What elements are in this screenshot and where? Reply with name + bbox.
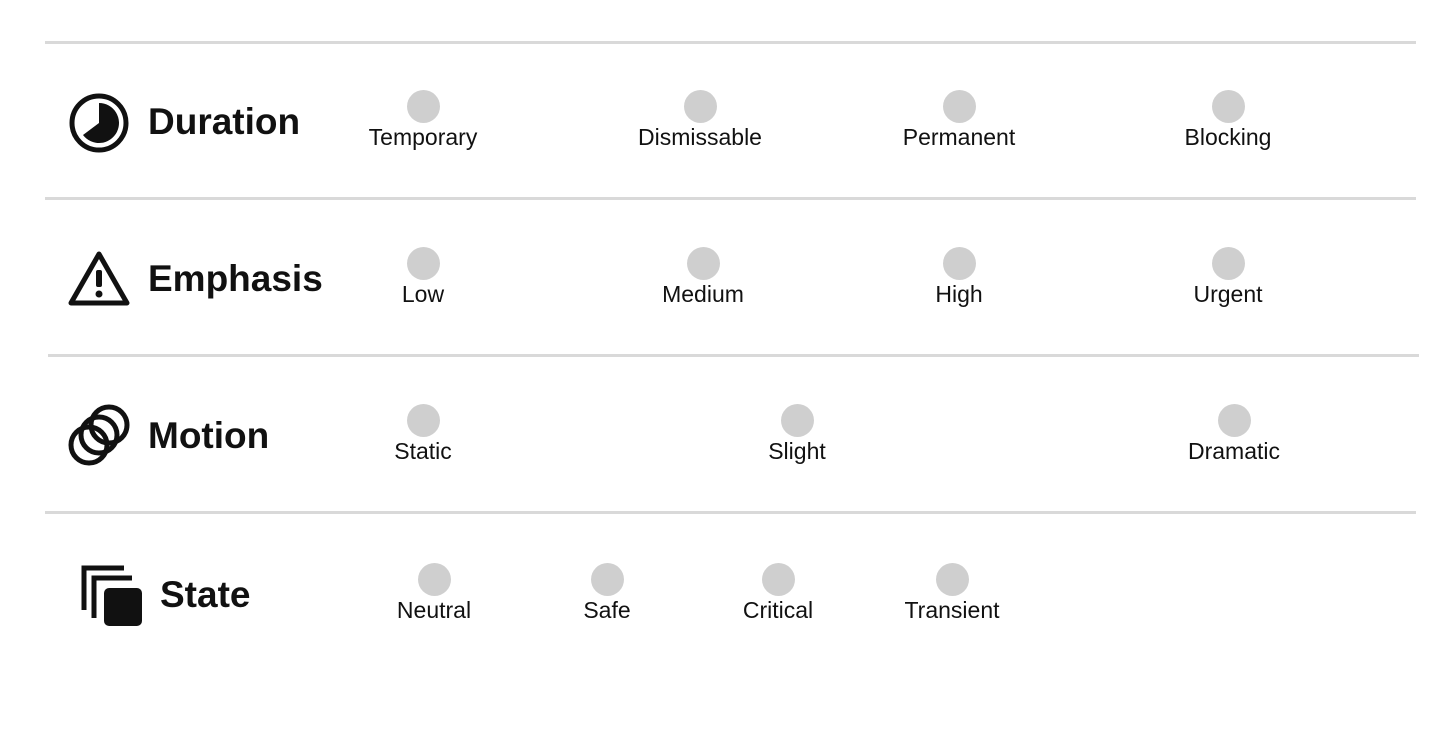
radio-dot[interactable]	[1211, 90, 1245, 123]
radio-dot[interactable]	[780, 404, 814, 437]
category-label-motion: Motion	[148, 415, 270, 456]
category-label-duration: Duration	[148, 101, 301, 142]
option-label: Blocking	[1184, 124, 1272, 150]
radio-dot[interactable]	[406, 90, 440, 123]
option-permanent[interactable]: Permanent	[859, 90, 1059, 151]
radio-dot[interactable]	[1211, 247, 1245, 280]
option-label: Dramatic	[1187, 438, 1280, 464]
radio-dot[interactable]	[935, 563, 969, 596]
option-transient[interactable]: Transient	[852, 563, 1052, 624]
divider-top	[45, 41, 1416, 44]
option-label: High	[935, 281, 983, 307]
option-static[interactable]: Static	[323, 404, 523, 465]
radio-dot[interactable]	[683, 90, 717, 123]
radio-dot[interactable]	[942, 247, 976, 280]
divider-motion-state	[45, 511, 1416, 514]
category-label-emphasis: Emphasis	[148, 258, 323, 299]
radio-dot[interactable]	[942, 90, 976, 123]
divider-duration-emphasis	[45, 197, 1416, 200]
option-low[interactable]: Low	[323, 247, 523, 308]
radio-dot[interactable]	[1217, 404, 1251, 437]
row-emphasis: Emphasis Low Medium High Urgent	[0, 237, 1452, 337]
option-dismissable[interactable]: Dismissable	[600, 90, 800, 151]
option-label: Transient	[904, 597, 1000, 623]
option-medium[interactable]: Medium	[603, 247, 803, 308]
option-label: Dismissable	[638, 124, 762, 150]
option-label: Critical	[742, 597, 814, 623]
layered-squares-icon	[80, 564, 144, 628]
option-label: Static	[394, 438, 452, 464]
row-motion: Motion Static Slight Dramatic	[0, 394, 1452, 494]
radio-dot[interactable]	[406, 247, 440, 280]
category-label-state: State	[160, 574, 251, 615]
radio-dot[interactable]	[406, 404, 440, 437]
option-critical[interactable]: Critical	[678, 563, 878, 624]
radio-dot[interactable]	[590, 563, 624, 596]
radio-dot[interactable]	[686, 247, 720, 280]
option-high[interactable]: High	[859, 247, 1059, 308]
option-safe[interactable]: Safe	[507, 563, 707, 624]
radio-dot[interactable]	[761, 563, 795, 596]
duration-clock-icon	[67, 91, 131, 155]
radio-dot[interactable]	[417, 563, 451, 596]
option-temporary[interactable]: Temporary	[323, 90, 523, 151]
option-label: Permanent	[902, 124, 1016, 150]
row-state: State Neutral Safe Critical Transient	[0, 553, 1452, 653]
option-label: Low	[401, 281, 445, 307]
option-dramatic[interactable]: Dramatic	[1134, 404, 1334, 465]
option-urgent[interactable]: Urgent	[1128, 247, 1328, 308]
motion-rings-icon	[67, 403, 131, 467]
option-blocking[interactable]: Blocking	[1128, 90, 1328, 151]
divider-emphasis-motion	[48, 354, 1419, 357]
option-label: Medium	[662, 281, 744, 307]
option-neutral[interactable]: Neutral	[334, 563, 534, 624]
option-label: Slight	[768, 438, 826, 464]
option-label: Safe	[583, 597, 631, 623]
row-duration: Duration Temporary Dismissable Permanent…	[0, 80, 1452, 180]
option-label: Neutral	[396, 597, 472, 623]
option-label: Urgent	[1193, 281, 1263, 307]
option-slight[interactable]: Slight	[697, 404, 897, 465]
warning-triangle-icon	[67, 247, 131, 311]
option-label: Temporary	[368, 124, 478, 150]
